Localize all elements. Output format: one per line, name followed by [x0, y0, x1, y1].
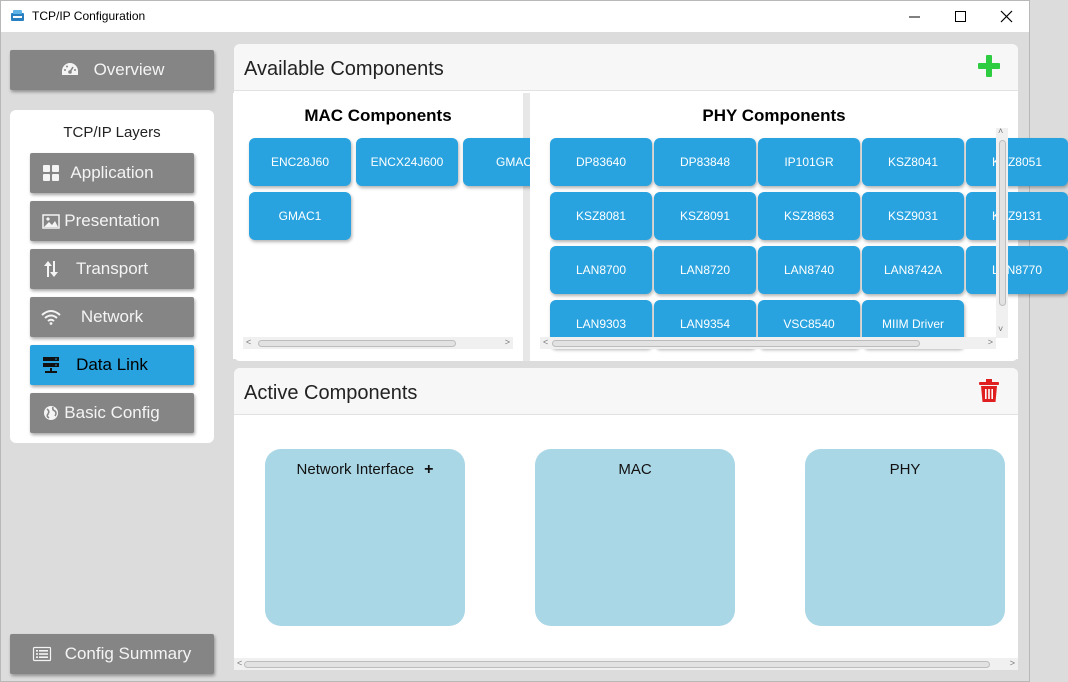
network-interface-label: Network Interface: [296, 461, 415, 478]
title-bar: TCP/IP Configuration: [1, 1, 1029, 32]
phy-components-title: PHY Components: [702, 106, 846, 125]
arrows-updown-icon: [42, 260, 60, 278]
wifi-icon: [41, 308, 61, 326]
phy-component-item[interactable]: KSZ8091: [654, 192, 756, 240]
layer-basic-config-button[interactable]: Basic Config: [30, 393, 194, 433]
scroll-left-icon[interactable]: <: [237, 658, 243, 668]
mac-horizontal-scrollbar[interactable]: < >: [243, 337, 513, 349]
layers-title: TCP/IP Layers: [63, 124, 161, 141]
summary-list-icon: [32, 646, 51, 662]
phy-dropzone-label: PHY: [889, 461, 921, 478]
available-components-header: Available Components: [234, 44, 1018, 91]
scroll-right-icon[interactable]: >: [504, 337, 510, 347]
active-components-header: Active Components: [234, 368, 1018, 415]
layer-application-label: Application: [70, 163, 154, 182]
window-title: TCP/IP Configuration: [32, 9, 146, 23]
phy-component-item[interactable]: KSZ8041: [862, 138, 964, 186]
phy-component-item[interactable]: LAN8700: [550, 246, 652, 294]
panel-divider: [523, 93, 530, 361]
scroll-up-icon[interactable]: ˄: [998, 126, 1004, 136]
close-button[interactable]: [983, 1, 1029, 32]
minimize-icon: [908, 16, 920, 18]
phy-scroll-thumb[interactable]: [552, 340, 920, 347]
plus-icon[interactable]: [978, 55, 1000, 77]
layer-transport-button[interactable]: Transport: [30, 249, 194, 289]
phy-components-panel: PHY Components DP83640 DP83848 IP101GR K…: [530, 93, 1068, 359]
network-interface-label-row: Network Interface +: [265, 461, 465, 479]
overview-label: Overview: [93, 60, 165, 79]
phy-vscroll-thumb[interactable]: [999, 140, 1006, 306]
layer-basic-config-label: Basic Config: [64, 403, 160, 422]
globe-icon: [42, 404, 60, 422]
close-icon: [1000, 10, 1012, 23]
layer-network-label: Network: [80, 307, 144, 326]
server-icon: [42, 356, 60, 374]
mac-dropzone-label: MAC: [618, 461, 652, 478]
scroll-left-icon[interactable]: <: [543, 337, 549, 347]
layer-transport-label: Transport: [75, 259, 149, 278]
phy-horizontal-scrollbar[interactable]: < >: [540, 337, 996, 349]
layer-presentation-button[interactable]: Presentation: [30, 201, 194, 241]
image-icon: [42, 212, 60, 230]
phy-vertical-scrollbar[interactable]: ˄ ˅: [996, 126, 1008, 338]
phy-component-item[interactable]: KSZ8081: [550, 192, 652, 240]
phy-component-item[interactable]: KSZ8051: [966, 138, 1068, 186]
app-logo-icon: [11, 10, 24, 21]
tcpip-layers-panel: TCP/IP Layers Application Presentation T…: [10, 110, 214, 443]
layer-presentation-label: Presentation: [64, 211, 160, 230]
phy-component-item[interactable]: IP101GR: [758, 138, 860, 186]
scroll-right-icon[interactable]: >: [1009, 658, 1015, 668]
network-interface-dropzone[interactable]: Network Interface +: [265, 449, 465, 626]
add-network-interface-icon[interactable]: +: [424, 461, 434, 478]
phy-component-item[interactable]: LAN8740: [758, 246, 860, 294]
layer-data-link-button[interactable]: Data Link: [30, 345, 194, 385]
mac-component-enc28j60[interactable]: ENC28J60: [249, 138, 351, 186]
phy-component-item[interactable]: KSZ9031: [862, 192, 964, 240]
phy-component-item[interactable]: DP83848: [654, 138, 756, 186]
maximize-button[interactable]: [937, 1, 983, 32]
scroll-right-icon[interactable]: >: [987, 337, 993, 347]
mac-component-encx24j600[interactable]: ENCX24J600: [356, 138, 458, 186]
available-components-title: Available Components: [244, 58, 444, 80]
phy-component-item[interactable]: DP83640: [550, 138, 652, 186]
mac-components-title: MAC Components: [304, 106, 452, 125]
phy-component-item[interactable]: LAN8720: [654, 246, 756, 294]
active-components-title: Active Components: [244, 382, 418, 404]
layer-data-link-label: Data Link: [76, 355, 148, 374]
dashboard-icon: [60, 61, 80, 79]
maximize-icon: [954, 11, 966, 22]
minimize-button[interactable]: [891, 1, 937, 32]
config-summary-label: Config Summary: [64, 644, 192, 663]
layer-application-button[interactable]: Application: [30, 153, 194, 193]
phy-component-item[interactable]: KSZ9131: [966, 192, 1068, 240]
mac-components-panel: MAC Components ENC28J60 ENCX24J600 GMAC …: [233, 93, 565, 359]
active-horizontal-scrollbar[interactable]: < >: [234, 658, 1018, 670]
active-scroll-thumb[interactable]: [244, 661, 990, 668]
layer-network-button[interactable]: Network: [30, 297, 194, 337]
mac-component-gmac1[interactable]: GMAC1: [249, 192, 351, 240]
phy-dropzone[interactable]: PHY: [805, 449, 1005, 626]
scroll-left-icon[interactable]: <: [246, 337, 252, 347]
scroll-down-icon[interactable]: ˅: [998, 324, 1004, 334]
overview-button[interactable]: Overview: [10, 50, 214, 90]
mac-dropzone[interactable]: MAC: [535, 449, 735, 626]
trash-icon[interactable]: [979, 379, 999, 403]
grid-icon: [42, 164, 60, 182]
config-summary-button[interactable]: Config Summary: [10, 634, 214, 674]
mac-scroll-thumb[interactable]: [258, 340, 456, 347]
phy-component-item[interactable]: LAN8770: [966, 246, 1068, 294]
phy-component-item[interactable]: KSZ8863: [758, 192, 860, 240]
phy-component-item[interactable]: LAN8742A: [862, 246, 964, 294]
